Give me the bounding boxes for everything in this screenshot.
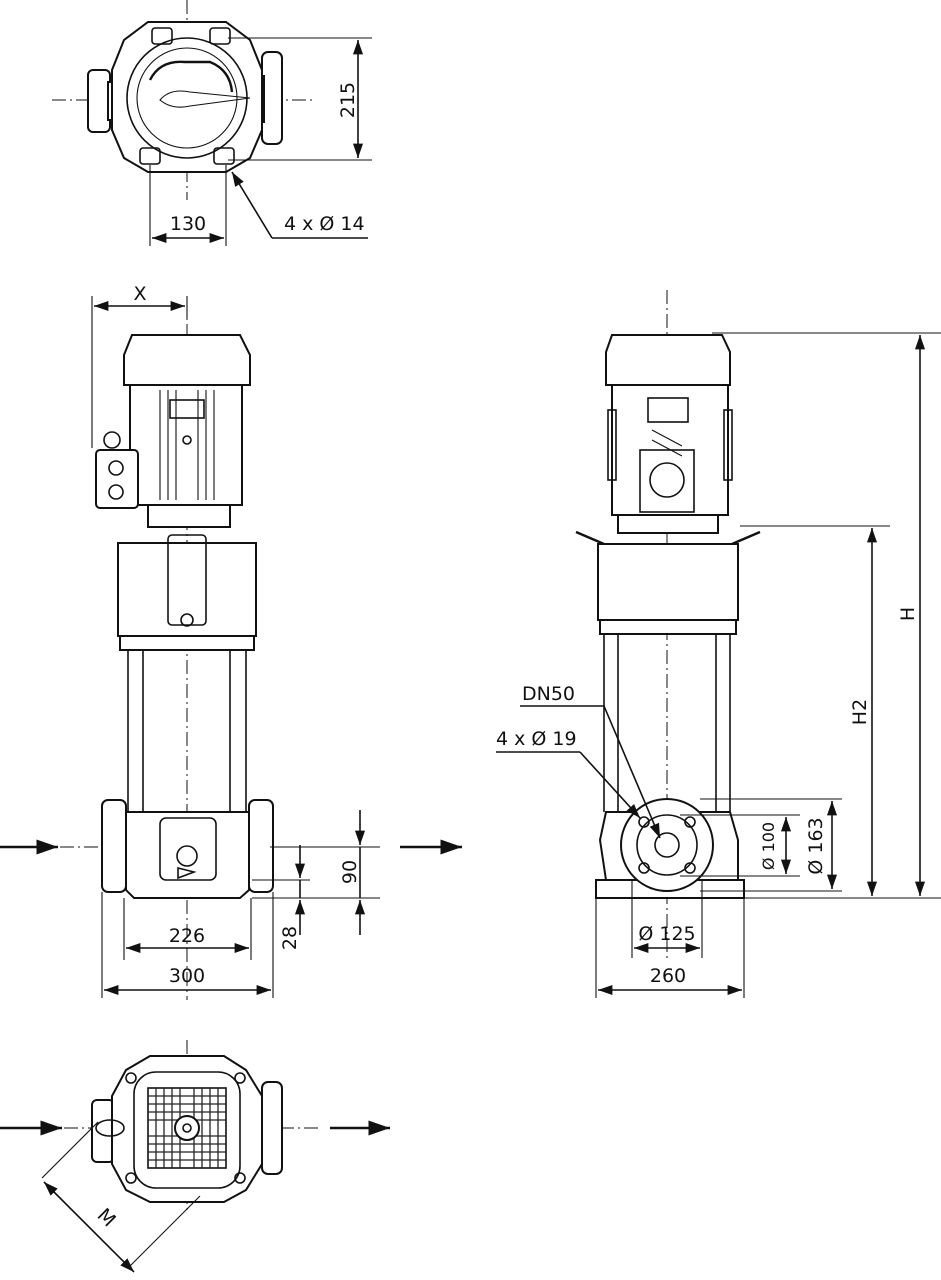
dim-flange-163: Ø 163 [805, 817, 827, 874]
dim-x: X [133, 283, 146, 305]
dim-base-260: 260 [650, 965, 686, 987]
dim-holes-19: 4 x Ø 19 [496, 728, 577, 750]
dim-base-226: 226 [169, 925, 205, 947]
motor-fins-side [159, 390, 215, 500]
dim-height-215: 215 [337, 82, 359, 118]
dim-bore-100: Ø 100 [759, 822, 778, 870]
dim-foot-28: 28 [279, 926, 301, 950]
dim-width-130: 130 [170, 213, 206, 235]
dim-h2: H2 [849, 699, 871, 725]
dim-bolt-circle-125: Ø 125 [638, 923, 695, 945]
dim-holes-14: 4 x Ø 14 [284, 213, 365, 235]
dim-base-300: 300 [169, 965, 205, 987]
dim-h: H [897, 607, 919, 621]
impeller-grid [147, 1087, 227, 1169]
dim-dn50: DN50 [522, 683, 575, 705]
bottom-view: M [0, 1040, 390, 1273]
side-view: X 90 28 226 300 [0, 283, 462, 1000]
dim-m: M [93, 1204, 120, 1231]
front-view: DN50 4 x Ø 19 Ø 125 260 Ø 100 Ø 163 H2 [496, 290, 941, 998]
top-view: 215 130 4 x Ø 14 [52, 0, 372, 246]
dim-inlet-90: 90 [339, 860, 361, 884]
